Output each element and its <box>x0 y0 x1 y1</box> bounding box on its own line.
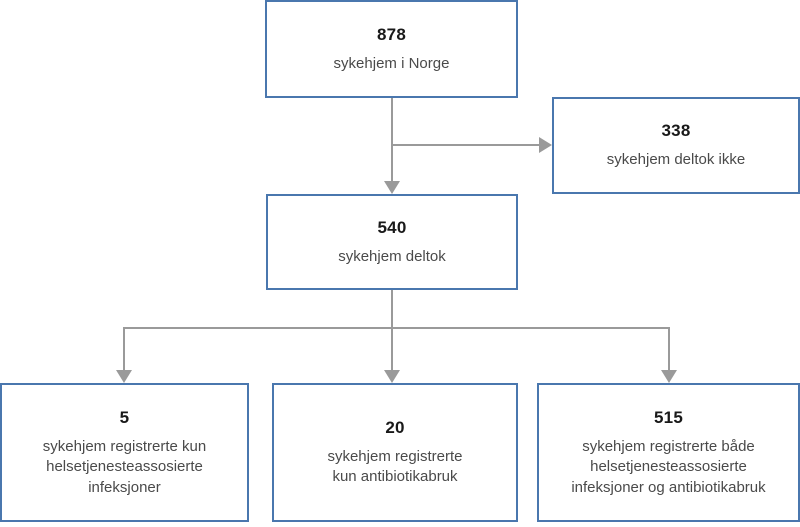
node-only-antibiotics-count: 20 <box>385 418 405 438</box>
connector-participated-to-only-antibiotics <box>391 327 393 370</box>
arrowhead-total-to-participated <box>384 181 400 194</box>
arrowhead-total-to-excluded <box>539 137 552 153</box>
node-both-caption: sykehjem registrerte både helsetjenestea… <box>571 438 766 496</box>
node-participated: 540 sykehjem deltok <box>266 194 518 290</box>
connector-participated-to-only-infections <box>123 327 125 370</box>
node-excluded-caption: sykehjem deltok ikke <box>606 151 746 169</box>
connector-participated-to-both <box>668 327 670 370</box>
node-only-infections-caption: sykehjem registrerte kun helsetjenesteas… <box>42 438 207 496</box>
node-only-infections: 5 sykehjem registrerte kun helsetjeneste… <box>0 383 249 522</box>
node-excluded: 338 sykehjem deltok ikke <box>552 97 800 194</box>
connector-distribution-bar <box>123 327 670 329</box>
arrowhead-participated-to-only-antibiotics <box>384 370 400 383</box>
node-participated-caption: sykehjem deltok <box>338 247 446 265</box>
node-only-antibiotics-caption: sykehjem registrerte kun antibiotikabruk <box>327 448 463 486</box>
node-both-count: 515 <box>654 408 683 428</box>
node-total: 878 sykehjem i Norge <box>265 0 518 98</box>
connector-total-to-excluded <box>391 144 539 146</box>
node-total-caption: sykehjem i Norge <box>333 54 450 72</box>
connector-participated-stem <box>391 290 393 329</box>
node-total-count: 878 <box>377 24 406 44</box>
arrowhead-participated-to-only-infections <box>116 370 132 383</box>
node-only-infections-count: 5 <box>119 408 130 428</box>
node-participated-count: 540 <box>377 217 407 237</box>
node-both: 515 sykehjem registrerte både helsetjene… <box>537 383 800 522</box>
connector-total-to-participated <box>391 98 393 181</box>
arrowhead-participated-to-both <box>661 370 677 383</box>
node-excluded-count: 338 <box>661 121 691 141</box>
node-only-antibiotics: 20 sykehjem registrerte kun antibiotikab… <box>272 383 518 522</box>
